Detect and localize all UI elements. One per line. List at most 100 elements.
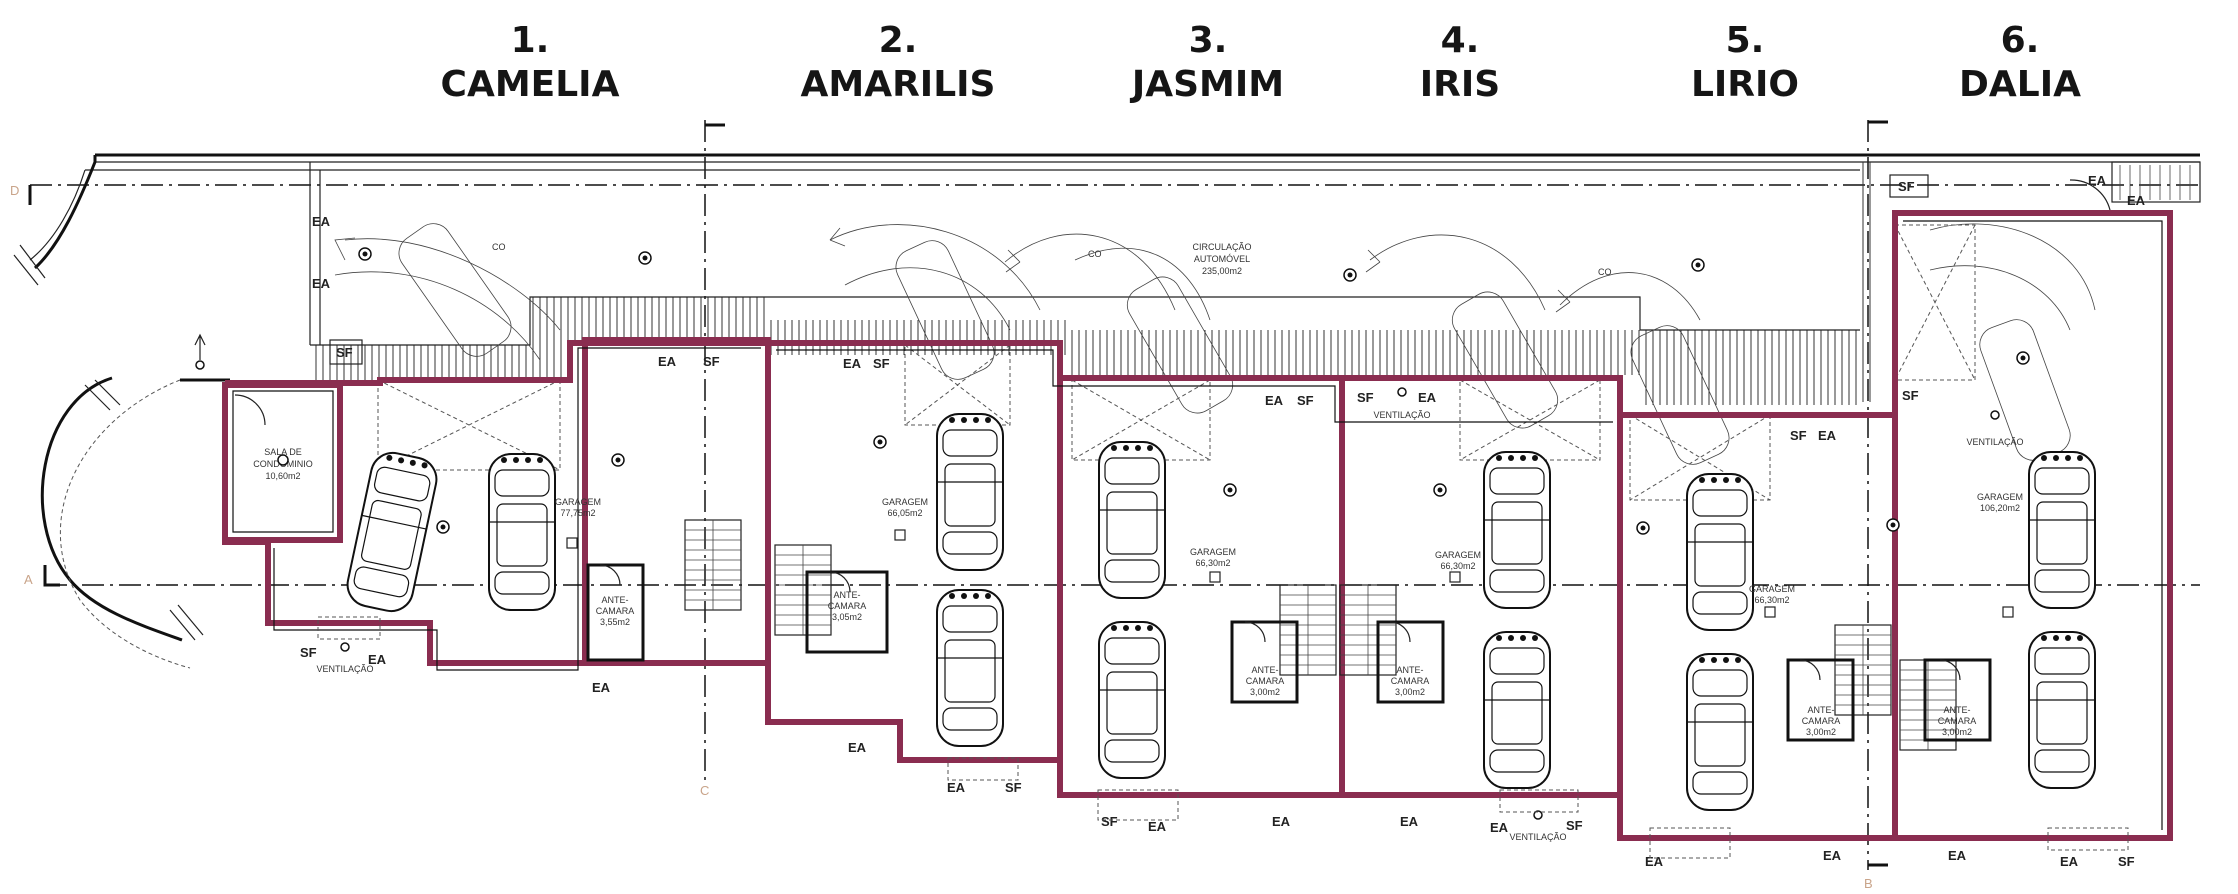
axis-label-b: B	[1864, 876, 1873, 891]
garage-labels: GARAGEM 77,75m2 GARAGEM 66,05m2 GARAGEM …	[555, 492, 2023, 605]
sf-label: SF	[1005, 780, 1022, 795]
ea-label: EA	[1418, 390, 1437, 405]
garage-label: GARAGEM	[1435, 550, 1481, 560]
ventilation-label: VENTILAÇÃO	[1966, 437, 2023, 447]
car-icon	[2028, 631, 2096, 789]
antechamber-line1: ANTE-	[1944, 705, 1971, 715]
garage-area: 77,75m2	[560, 508, 595, 518]
car-icon	[1098, 621, 1166, 779]
unit-title-iris: 4. IRIS	[1420, 20, 1500, 105]
building-perimeter	[13, 153, 2201, 286]
garage-label: GARAGEM	[882, 497, 928, 507]
garage-area: 66,30m2	[1754, 595, 1789, 605]
antechamber-1: ANTE- CAMARA 3,55m2	[586, 563, 645, 662]
car-icon	[488, 453, 556, 611]
ea-label: EA	[848, 740, 867, 755]
ea-label: EA	[843, 356, 862, 371]
ea-label: EA	[1490, 820, 1509, 835]
condo-room-area: 10,60m2	[265, 471, 300, 481]
axis-label-d: D	[10, 183, 19, 198]
unit-name: DALIA	[1959, 64, 2081, 105]
unit-name: CAMELIA	[441, 64, 620, 105]
car-icon	[936, 589, 1004, 747]
sf-box-label: SF	[1898, 179, 1915, 194]
unit-number: 6.	[2001, 20, 2040, 61]
ventilation-label: VENTILAÇÃO	[1373, 410, 1430, 420]
co-label: CO	[1598, 267, 1612, 277]
sf-label: SF	[1101, 814, 1118, 829]
sf-label: SF	[1902, 388, 1919, 403]
garage-label: GARAGEM	[1190, 547, 1236, 557]
sf-label: SF	[1790, 428, 1807, 443]
antechamber-area: 3,00m2	[1942, 727, 1972, 737]
car-icon	[1098, 441, 1166, 599]
sf-label: SF	[2118, 854, 2135, 869]
ventilation-labels: VENTILAÇÃO VENTILAÇÃO VENTILAÇÃO VENTILA…	[316, 387, 2024, 842]
unit-name: LIRIO	[1691, 64, 1799, 105]
ea-label: EA	[592, 680, 611, 695]
unit-number: 5.	[1726, 20, 1765, 61]
co-label: CO	[492, 242, 506, 252]
sf-label: SF	[1566, 818, 1583, 833]
entrance-ramp	[40, 333, 230, 669]
ea-label: EA	[1948, 848, 1967, 863]
ramp-hatching	[309, 162, 1872, 405]
ea-label: EA	[947, 780, 966, 795]
sf-label: SF	[1297, 393, 1314, 408]
circulation-label: CIRCULAÇÃO AUTOMÓVEL 235,00m2	[1192, 242, 1251, 276]
co-label: CO	[1088, 249, 1102, 259]
maneuvering-cars	[398, 223, 2071, 465]
antechamber-line1: ANTE-	[1397, 665, 1424, 675]
unit-number: 1.	[511, 20, 550, 61]
sf-label: SF	[300, 645, 317, 660]
antechamber-area: 3,55m2	[600, 617, 630, 627]
exterior-openings	[317, 616, 2129, 859]
antechamber-3: ANTE- CAMARA 3,00m2	[1230, 620, 1299, 704]
car-icon	[936, 413, 1004, 571]
antechamber-line2: CAMARA	[1246, 676, 1285, 686]
ea-label: EA	[312, 276, 331, 291]
antechamber-2: ANTE- CAMARA 3,05m2	[805, 570, 889, 654]
vehicle-swept-paths	[334, 223, 2096, 361]
antechamber-area: 3,00m2	[1395, 687, 1425, 697]
antechamber-line1: ANTE-	[1252, 665, 1279, 675]
ea-label: EA	[1818, 428, 1837, 443]
axis-label-a: A	[24, 572, 33, 587]
antechamber-6: ANTE- CAMARA 3,00m2	[1923, 658, 1992, 742]
axis-label-c: C	[700, 783, 709, 798]
antechamber-line2: CAMARA	[828, 601, 867, 611]
sf-label: SF	[873, 356, 890, 371]
car-icon	[1686, 653, 1754, 811]
ea-label: EA	[368, 652, 387, 667]
condo-room-label: SALA DE CONDOMINIO 10,60m2	[234, 394, 313, 481]
sf-label: SF	[1357, 390, 1374, 405]
ea-label: EA	[1272, 814, 1291, 829]
antechamber-area: 3,05m2	[832, 612, 862, 622]
garage-area: 66,05m2	[887, 508, 922, 518]
garage-label: GARAGEM	[555, 497, 601, 507]
unit-number: 2.	[879, 20, 918, 61]
garage-area: 66,30m2	[1195, 558, 1230, 568]
circulation-area: 235,00m2	[1202, 266, 1242, 276]
ea-label: EA	[2060, 854, 2079, 869]
ea-label: EA	[2088, 173, 2107, 188]
unit-number: 3.	[1189, 20, 1228, 61]
antechamber-area: 3,00m2	[1806, 727, 1836, 737]
ea-label: EA	[1148, 819, 1167, 834]
unit-title-camelia: 1. CAMELIA	[441, 20, 620, 105]
unit-title-jasmim: 3. JASMIM	[1129, 20, 1284, 105]
antechamber-line2: CAMARA	[1391, 676, 1430, 686]
antechamber-line1: ANTE-	[602, 595, 629, 605]
sf-label: SF	[703, 354, 720, 369]
circulation-line1: CIRCULAÇÃO	[1192, 242, 1251, 252]
unit-number: 4.	[1441, 20, 1480, 61]
antechamber-5: ANTE- CAMARA 3,00m2	[1786, 658, 1855, 742]
garage-area: 66,30m2	[1440, 561, 1475, 571]
ventilation-label: VENTILAÇÃO	[316, 664, 373, 674]
ventilation-label: VENTILAÇÃO	[1509, 832, 1566, 842]
ea-label: EA	[1265, 393, 1284, 408]
circulation-line2: AUTOMÓVEL	[1194, 254, 1250, 264]
ea-label: EA	[1400, 814, 1419, 829]
garage-area: 106,20m2	[1980, 503, 2020, 513]
